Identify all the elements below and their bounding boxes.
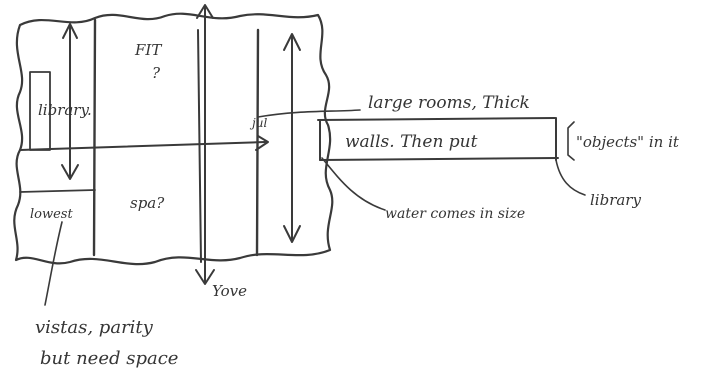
note-line-2: walls. Then put (345, 132, 478, 152)
arrow-right-head (255, 135, 269, 151)
side-box (29, 71, 51, 151)
note-bottom-line-1: vistas, parity (35, 317, 154, 338)
right-arrow-down-head (283, 225, 301, 243)
label-axis-right: jul (249, 116, 267, 130)
note-bottom-line-2: but need space (40, 348, 178, 369)
label-fit: FIT (134, 41, 162, 59)
wall-center-left (197, 29, 202, 263)
slab-top (317, 117, 556, 121)
left-arrow-down-head (61, 164, 79, 180)
axis-up-arrowhead (196, 4, 214, 19)
building-outline (13, 12, 334, 266)
note-line-1: large rooms, Thick (368, 93, 530, 113)
bracket-objects (567, 121, 575, 161)
note-water: water comes in size (385, 206, 525, 222)
label-library-left: library. (38, 101, 92, 119)
wall-left (92, 18, 97, 257)
axis-down-arrowhead (195, 269, 215, 285)
right-arrow-up-head (283, 33, 301, 51)
leader-lowest (44, 221, 63, 306)
label-lowest: lowest (30, 207, 73, 222)
leader-library (555, 159, 586, 196)
leader-upper (257, 109, 361, 118)
label-fit-question: ? (152, 64, 161, 82)
left-arrow-up-head (62, 23, 78, 39)
label-axis-down: Yove (212, 282, 247, 300)
lower-band (19, 189, 96, 193)
note-objects: "objects" in it (576, 133, 680, 151)
note-library: library (590, 191, 641, 209)
leader-water (321, 157, 386, 211)
slab-bottom (319, 157, 559, 161)
label-spa: spa? (130, 194, 165, 212)
cross-line (19, 141, 266, 151)
